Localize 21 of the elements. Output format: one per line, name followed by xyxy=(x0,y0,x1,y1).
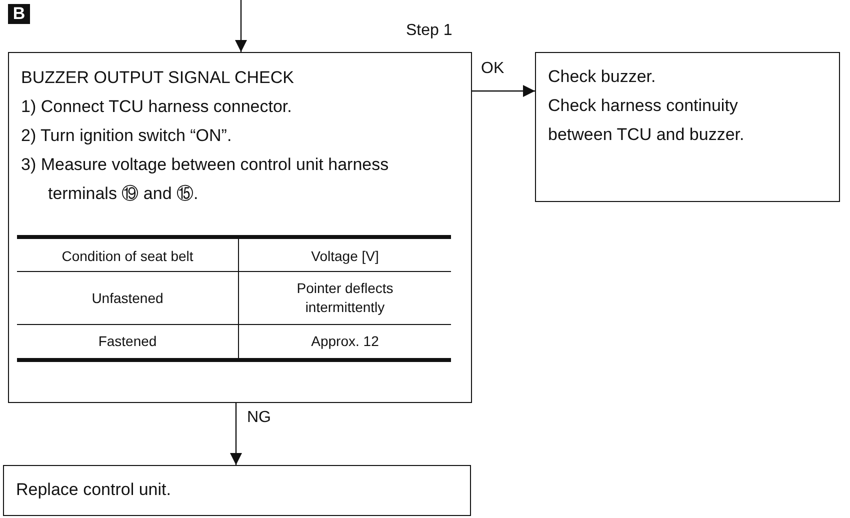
table-cell: Pointer deflects intermittently xyxy=(239,272,451,325)
step-heading: BUZZER OUTPUT SIGNAL CHECK xyxy=(21,67,295,89)
table-cell: Fastened xyxy=(17,325,239,358)
table-header: Voltage [V] xyxy=(239,239,451,272)
process-box xyxy=(8,52,472,403)
process-box xyxy=(3,465,471,516)
table-cell-text: Approx. 12 xyxy=(310,332,380,351)
instruction-text: 3) Measure voltage between control unit harness terminals ⑲ and ⑮. xyxy=(21,154,390,205)
arrow xyxy=(230,403,242,465)
section-letter: B xyxy=(8,4,30,24)
arrow xyxy=(235,0,247,52)
instruction-text: 1) Connect TCU harness connector. xyxy=(21,96,293,118)
table-cell: Unfastened xyxy=(17,272,239,325)
instruction-text: Check harness continuity between TCU and buzzer. xyxy=(548,95,746,146)
arrow xyxy=(472,85,535,97)
instruction-text: 2) Turn ignition switch “ON”. xyxy=(21,125,233,147)
instruction-text: Replace control unit. xyxy=(16,479,172,501)
table-header: Condition of seat belt xyxy=(17,239,239,272)
step-label: Step 1 xyxy=(406,22,452,40)
instruction-text: Check buzzer. xyxy=(548,66,657,88)
process-box xyxy=(535,52,840,202)
